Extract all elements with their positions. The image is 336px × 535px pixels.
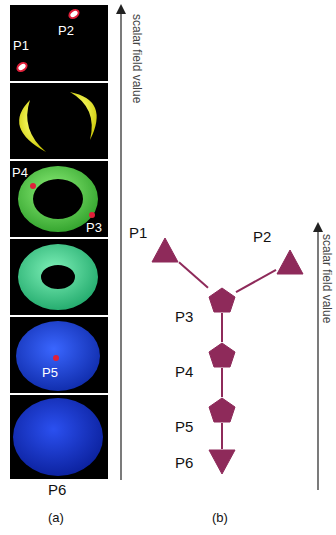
arrow-head <box>313 222 323 232</box>
node-shape-fill <box>152 238 178 262</box>
point-label: P6 <box>48 482 66 499</box>
node-label: P5 <box>175 419 193 434</box>
point-label: P2 <box>58 24 74 38</box>
critical-point-blob <box>68 8 80 19</box>
point-label: P3 <box>86 221 102 235</box>
node-label: P1 <box>129 225 147 240</box>
tree-edge <box>221 423 223 449</box>
node-shape-fill <box>209 343 235 367</box>
panel <box>10 239 108 315</box>
tree-edge <box>236 270 276 292</box>
tree-node: P6 <box>208 449 236 475</box>
panel <box>10 161 108 237</box>
node-shape-fill <box>209 398 235 422</box>
critical-dot <box>53 355 59 361</box>
blob-shape <box>16 321 100 391</box>
saddle-dot <box>89 212 95 218</box>
node-shape <box>208 342 236 368</box>
tree-edge <box>179 262 208 287</box>
torus-shape <box>18 244 98 310</box>
tree-node: P4 <box>208 342 236 368</box>
critical-point-blob <box>16 61 28 72</box>
tree-node: P3 <box>208 287 236 313</box>
tree-node: P2 <box>276 249 304 275</box>
node-label: P2 <box>253 229 271 244</box>
tree-node: P5 <box>208 397 236 423</box>
node-shape-fill <box>209 450 235 474</box>
panel-caption: (a) <box>48 511 64 525</box>
axis-label: scalar field value <box>130 14 143 103</box>
point-label: P1 <box>13 39 29 53</box>
point-label: P4 <box>12 166 28 180</box>
blob-shape <box>13 398 103 476</box>
arrow-head <box>116 4 126 14</box>
node-shape <box>151 237 179 263</box>
tree-edge <box>221 313 223 342</box>
node-label: P6 <box>175 455 193 470</box>
node-shape-fill <box>209 288 235 312</box>
node-shape <box>276 249 304 275</box>
panel <box>10 5 108 81</box>
panel <box>10 395 108 479</box>
node-shape <box>208 287 236 313</box>
panel-caption: (b) <box>212 511 228 525</box>
node-shape <box>208 397 236 423</box>
node-shape-fill <box>277 250 303 274</box>
crescent-shape <box>19 100 46 152</box>
axis-arrow <box>317 230 318 490</box>
saddle-dot <box>30 183 36 189</box>
axis-arrow <box>120 12 121 480</box>
point-label: P5 <box>42 366 58 380</box>
tree-node: P1 <box>151 237 179 263</box>
tree-edge <box>221 368 223 397</box>
node-label: P3 <box>175 309 193 324</box>
node-label: P4 <box>175 364 193 379</box>
axis-label: scalar field value <box>320 234 333 323</box>
node-shape <box>208 449 236 475</box>
crescent-shape <box>70 92 97 140</box>
panel <box>10 83 108 159</box>
panel <box>10 317 108 393</box>
